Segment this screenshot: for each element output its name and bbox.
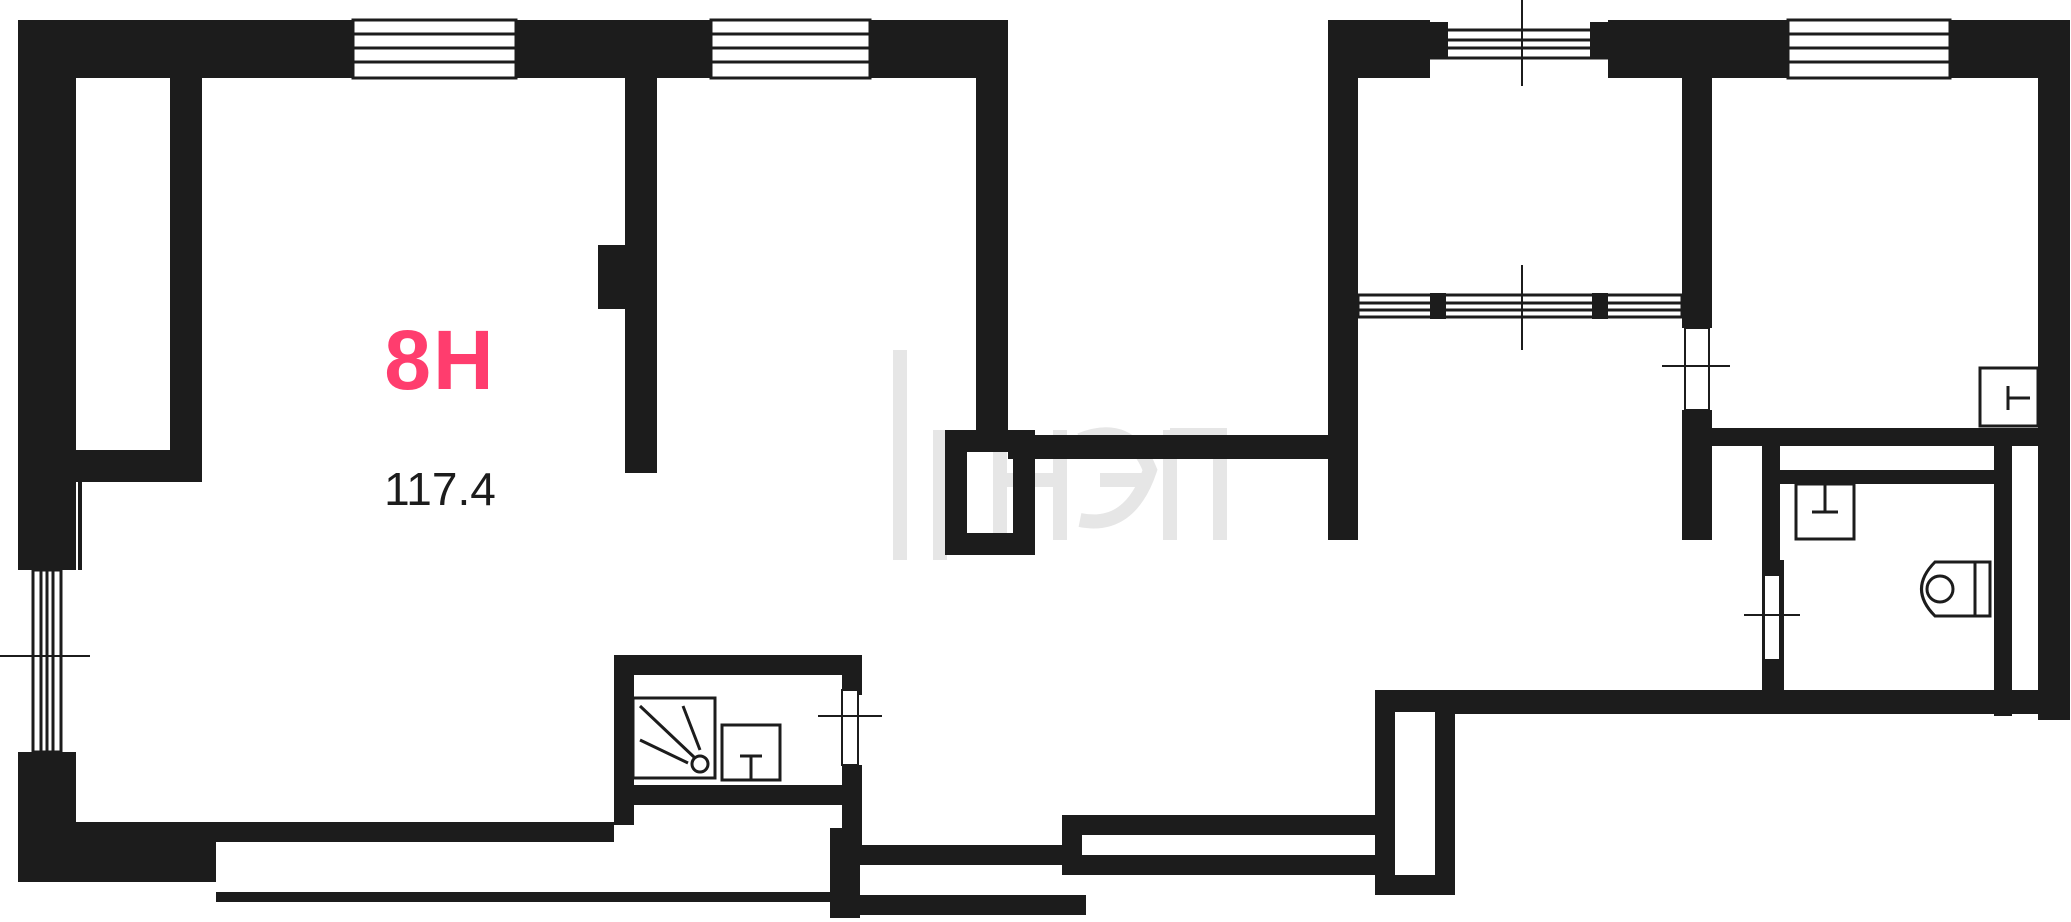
walls-right: [1328, 20, 2070, 720]
walls-middle: [945, 20, 1358, 555]
unit-label: 8Н: [384, 313, 496, 407]
area-label: 117.4: [384, 463, 496, 515]
fixtures: [631, 366, 2040, 782]
walls-left: [18, 20, 1455, 918]
door-marks: [0, 0, 1800, 766]
window-frames-dark: [1430, 22, 1608, 319]
inner-partitions: [78, 480, 82, 570]
